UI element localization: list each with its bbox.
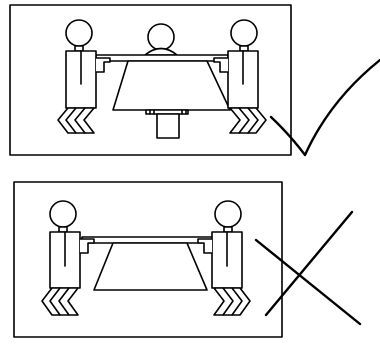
correct-panel xyxy=(10,5,380,155)
table-stand-leg xyxy=(157,114,179,138)
person-head xyxy=(148,24,174,50)
person-head xyxy=(50,201,76,227)
table-top xyxy=(96,55,228,61)
table-top xyxy=(82,237,214,243)
incorrect-panel xyxy=(14,182,360,337)
person-head xyxy=(215,201,241,227)
person-head xyxy=(66,20,92,46)
table-body xyxy=(94,243,207,290)
person-head xyxy=(231,20,257,46)
